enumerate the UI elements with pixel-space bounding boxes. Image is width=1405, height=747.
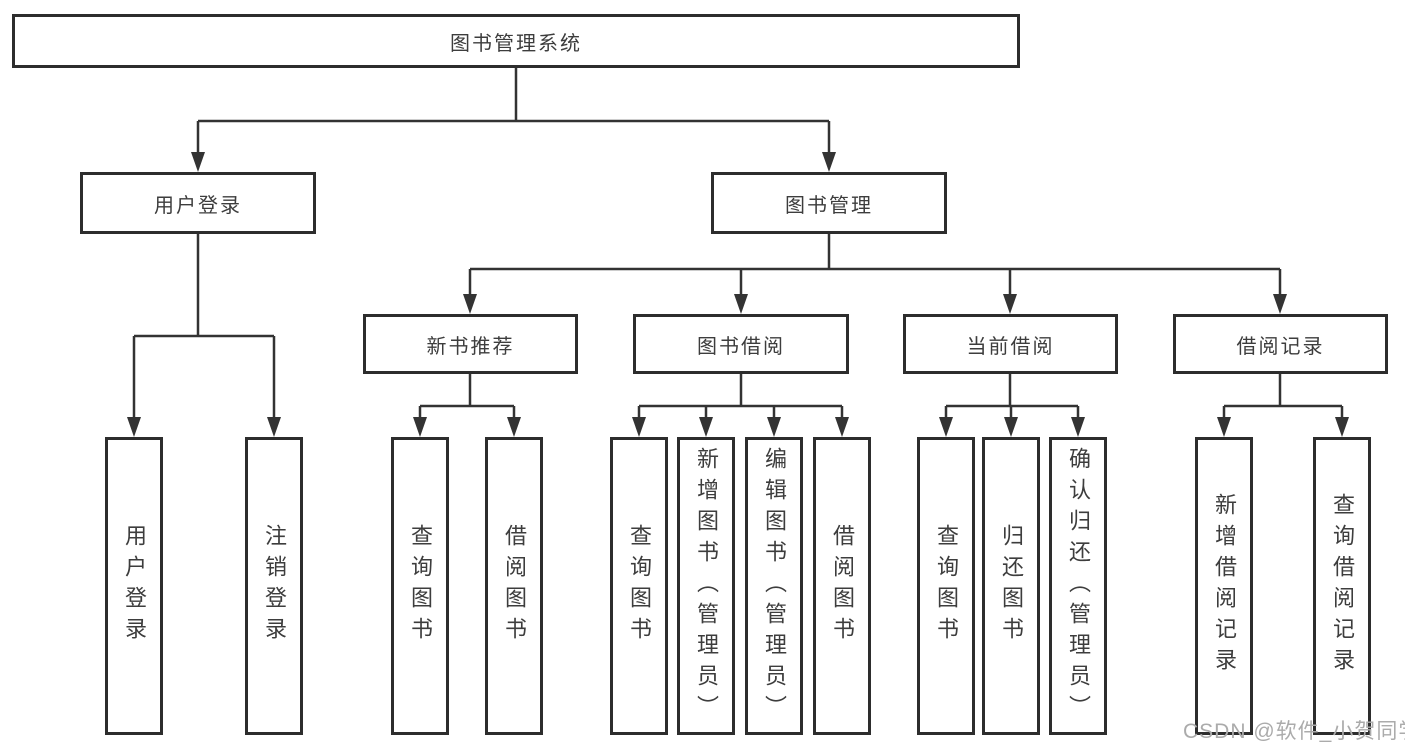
csdn-watermark: CSDN @软件_小贺同学	[1183, 720, 1405, 743]
connector-book-management-to-level3	[463, 234, 1287, 314]
leaf-edit-books-admin: 编辑图书（管理员）	[745, 437, 803, 735]
node-label: 新书推荐	[426, 335, 515, 358]
leaf-add-borrow-record: 新增借阅记录	[1195, 437, 1253, 735]
node-label: 用户登录	[122, 524, 147, 648]
arrow-down-icon	[1335, 417, 1349, 437]
leaf-query-borrow-record: 查询借阅记录	[1313, 437, 1371, 735]
node-label: 查询图书	[408, 524, 433, 648]
connector-book-borrow-to-leaves	[632, 374, 849, 437]
node-label: 查询借阅记录	[1330, 493, 1355, 679]
leaf-query-books-current: 查询图书	[917, 437, 975, 735]
arrow-down-icon	[767, 417, 781, 437]
leaf-user-login: 用户登录	[105, 437, 163, 735]
arrow-down-icon	[822, 152, 836, 172]
arrow-down-icon	[463, 294, 477, 314]
leaf-borrow-books-borrow: 借阅图书	[813, 437, 871, 735]
arrow-down-icon	[734, 294, 748, 314]
arrow-down-icon	[1217, 417, 1231, 437]
node-label: 借阅图书	[502, 524, 527, 648]
arrow-down-icon	[1273, 294, 1287, 314]
node-book-management: 图书管理	[711, 172, 947, 234]
connector-current-borrow-to-leaves	[939, 374, 1085, 437]
node-label: 查询图书	[627, 524, 652, 648]
leaf-borrow-books-recommend: 借阅图书	[485, 437, 543, 735]
arrow-down-icon	[127, 417, 141, 437]
arrow-down-icon	[1071, 417, 1085, 437]
node-root: 图书管理系统	[12, 14, 1020, 68]
node-label: 当前借阅	[966, 335, 1055, 358]
node-user-login: 用户登录	[80, 172, 316, 234]
node-label: 新增图书（管理员）	[694, 446, 719, 726]
node-label: 借阅图书	[830, 524, 855, 648]
leaf-add-books-admin: 新增图书（管理员）	[677, 437, 735, 735]
node-label: 确认归还（管理员）	[1066, 446, 1091, 726]
node-label: 借阅记录	[1236, 335, 1325, 358]
connector-borrow-records-to-leaves	[1217, 374, 1349, 437]
arrow-down-icon	[632, 417, 646, 437]
arrow-down-icon	[413, 417, 427, 437]
node-label: 编辑图书（管理员）	[762, 446, 787, 726]
node-label: 查询图书	[934, 524, 959, 648]
arrow-down-icon	[939, 417, 953, 437]
leaf-return-books: 归还图书	[982, 437, 1040, 735]
node-borrow-records: 借阅记录	[1173, 314, 1388, 374]
node-label: 归还图书	[999, 524, 1024, 648]
leaf-query-books-recommend: 查询图书	[391, 437, 449, 735]
arrow-down-icon	[699, 417, 713, 437]
leaf-query-books-borrow: 查询图书	[610, 437, 668, 735]
arrow-down-icon	[1004, 417, 1018, 437]
node-label: 注销登录	[262, 524, 287, 648]
leaf-logout: 注销登录	[245, 437, 303, 735]
arrow-down-icon	[191, 152, 205, 172]
connector-root-to-level2	[191, 68, 836, 172]
connector-new-book-recommend-to-leaves	[413, 374, 521, 437]
node-book-borrow: 图书借阅	[633, 314, 849, 374]
node-label: 用户登录	[154, 194, 242, 217]
node-current-borrow: 当前借阅	[903, 314, 1118, 374]
arrow-down-icon	[507, 417, 521, 437]
arrow-down-icon	[267, 417, 281, 437]
leaf-confirm-return-admin: 确认归还（管理员）	[1049, 437, 1107, 735]
node-label: 图书管理	[785, 194, 873, 217]
node-new-book-recommend: 新书推荐	[363, 314, 578, 374]
connector-user-login-to-leaves	[127, 234, 281, 437]
arrow-down-icon	[835, 417, 849, 437]
node-label: 图书管理系统	[450, 32, 582, 55]
arrow-down-icon	[1003, 294, 1017, 314]
node-label: 新增借阅记录	[1212, 493, 1237, 679]
node-label: 图书借阅	[697, 335, 785, 358]
